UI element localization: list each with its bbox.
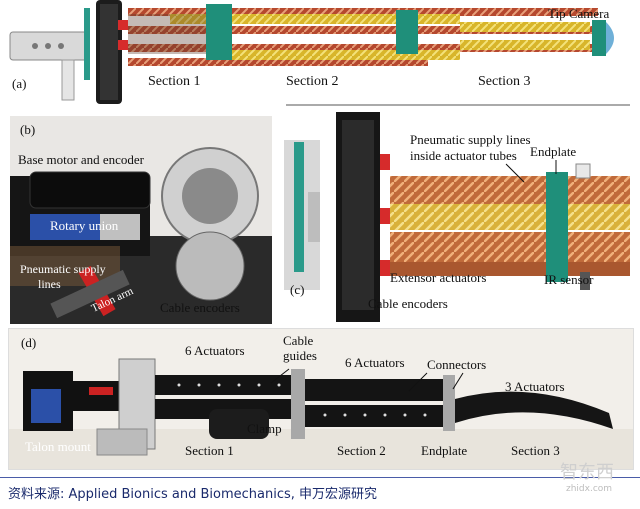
base-motor-label: Base motor and encoder xyxy=(18,152,144,167)
section1-label-d: Section 1 xyxy=(185,443,234,458)
panel-a: (a) Tip Camera Section 1 Section 2 Secti… xyxy=(0,0,640,112)
cable-encoders-label-c: Cable encoders xyxy=(368,296,448,311)
source-divider xyxy=(0,477,640,478)
watermark-brand: 智东西 xyxy=(560,462,614,483)
cable-guides-label-2: guides xyxy=(283,348,317,363)
cable-guides-label-1: Cable xyxy=(283,333,314,348)
full-robot-photo-d xyxy=(9,329,633,469)
pneumatic-lines-label-1: Pneumatic supply lines xyxy=(410,132,531,147)
ir-sensor-label: IR sensor xyxy=(544,272,594,287)
section3-label-d: Section 3 xyxy=(511,443,560,458)
source-caption: 资料来源: Applied Bionics and Biomechanics, … xyxy=(8,487,378,502)
panel-d-letter: (d) xyxy=(21,335,37,350)
section2-label-a: Section 2 xyxy=(286,74,339,89)
rotary-union-label: Rotary union xyxy=(50,218,119,233)
three-actuators-label: 3 Actuators xyxy=(505,379,565,394)
panel-c-letter: (c) xyxy=(290,282,305,297)
watermark-url: zhidx.com xyxy=(566,484,613,494)
clamp-label: Clamp xyxy=(247,421,282,436)
six-actuators-label-b: 6 Actuators xyxy=(345,355,405,370)
endplate-label-c: Endplate xyxy=(530,144,577,159)
cable-encoders-label-b: Cable encoders xyxy=(160,300,240,315)
panel-a-letter: (a) xyxy=(12,76,27,91)
section3-label-a: Section 3 xyxy=(478,74,531,89)
pneumatic-supply-label-2: lines xyxy=(38,277,61,291)
pneumatic-lines-label-2: inside actuator tubes xyxy=(410,148,517,163)
extensor-actuators-label: Extensor actuators xyxy=(390,270,487,285)
actuator-closeup-c xyxy=(284,112,630,322)
panel-b-letter: (b) xyxy=(20,122,36,137)
panel-c: (c) Pneumatic supply lines inside actuat… xyxy=(284,112,630,322)
connectors-label: Connectors xyxy=(427,357,487,372)
base-assembly-photo-b xyxy=(10,116,272,324)
talon-mount-label: Talon mount xyxy=(25,439,91,454)
tip-camera-label: Tip Camera xyxy=(548,6,610,21)
endplate-label-d: Endplate xyxy=(421,443,468,458)
six-actuators-label-a: 6 Actuators xyxy=(185,343,245,358)
panel-b: (b) Base motor and encoder Rotary union … xyxy=(10,116,272,324)
section2-label-d: Section 2 xyxy=(337,443,386,458)
panel-d: (d) 6 Actuators Cable guides 6 Actuators… xyxy=(8,328,634,470)
section1-label-a: Section 1 xyxy=(148,74,201,89)
pneumatic-supply-label-1: Pneumatic supply xyxy=(20,262,106,276)
robot-arm-illustration-a xyxy=(9,0,630,106)
